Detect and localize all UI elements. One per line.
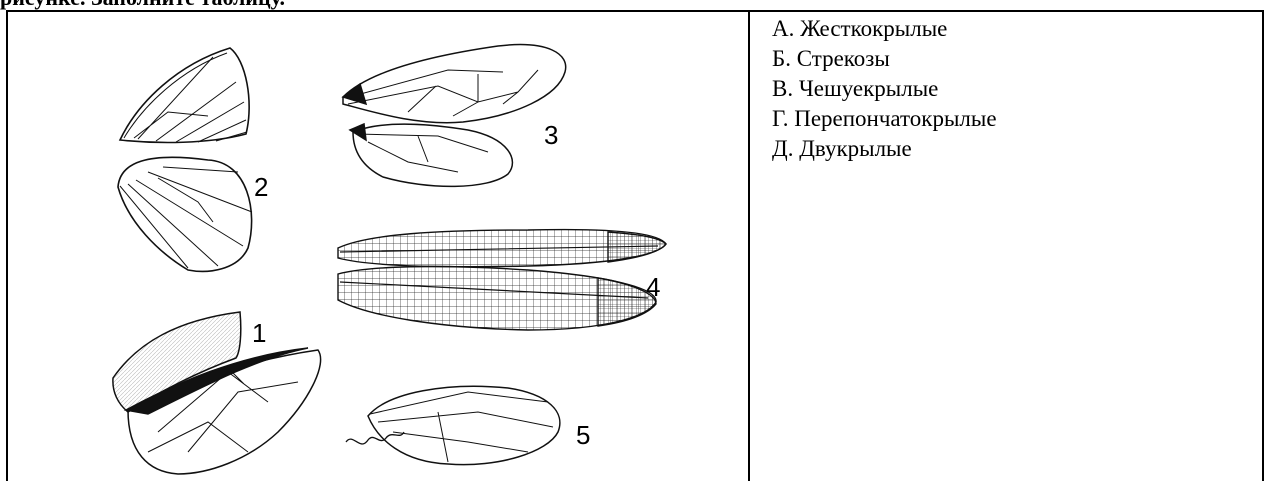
wing-label-2: 2 bbox=[254, 172, 268, 202]
insect-orders-list: А. Жесткокрылые Б. Стрекозы В. Чешуекрыл… bbox=[772, 14, 997, 164]
wing-5-diptera bbox=[346, 386, 560, 464]
order-item: Б. Стрекозы bbox=[772, 44, 997, 74]
wing-4-dragonfly bbox=[338, 230, 666, 330]
order-item: Г. Перепончатокрылые bbox=[772, 104, 997, 134]
wing-label-1: 1 bbox=[252, 318, 266, 348]
task-heading: рисунке. Заполните таблицу. bbox=[0, 0, 285, 10]
order-item: В. Чешуекрылые bbox=[772, 74, 997, 104]
wing-3-hymenoptera bbox=[343, 45, 566, 187]
insect-wings-figure: 2 3 4 1 5 bbox=[8, 12, 748, 481]
wing-label-3: 3 bbox=[544, 120, 558, 150]
table-column-divider bbox=[748, 10, 750, 481]
wing-1-beetle bbox=[113, 312, 321, 474]
wing-label-4: 4 bbox=[646, 272, 660, 302]
wing-2-butterfly bbox=[118, 48, 252, 271]
wing-label-5: 5 bbox=[576, 420, 590, 450]
order-item: Д. Двукрылые bbox=[772, 134, 997, 164]
order-item: А. Жесткокрылые bbox=[772, 14, 997, 44]
